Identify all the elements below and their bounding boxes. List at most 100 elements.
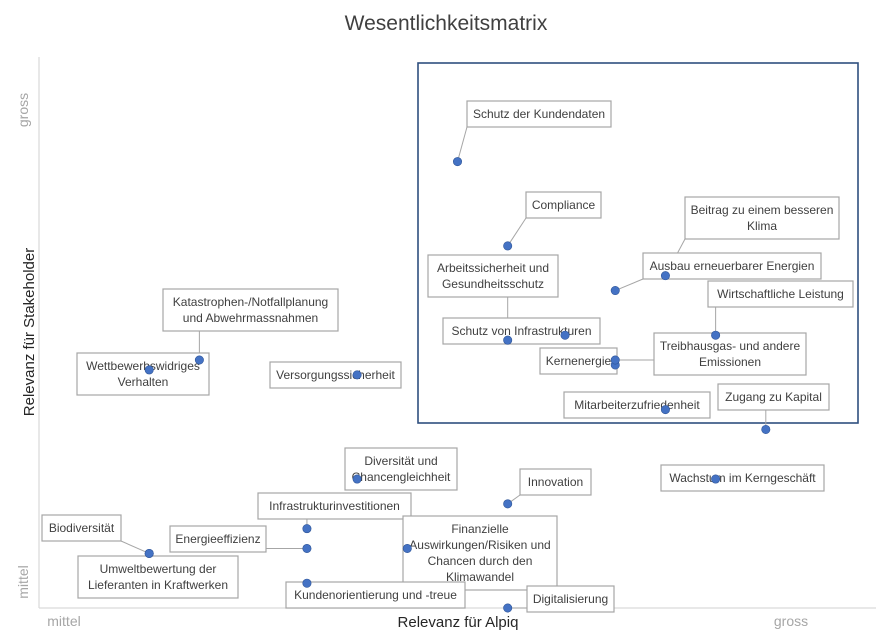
- point-label: Zugang zu Kapital: [725, 390, 822, 404]
- point-label: Katastrophen-/Notfallplanung: [173, 295, 328, 309]
- y-tick-low: mittel: [15, 565, 31, 598]
- callout-box: [162, 288, 339, 332]
- callout-innovation: Innovation: [519, 468, 592, 496]
- callout-box: [76, 352, 210, 396]
- callout-box: [563, 391, 711, 419]
- callout-box: [269, 361, 402, 389]
- callout-biodiversitaet: Biodiversität: [41, 514, 122, 542]
- data-point-innovation: [503, 499, 513, 509]
- data-point-mitarbeiterzufriedenheit: [660, 405, 670, 415]
- callout-versorgungssicherheit: Versorgungssicherheit: [269, 361, 402, 389]
- callout-kernenergie: Kernenergie: [539, 347, 618, 375]
- callout-digitalisierung: Digitalisierung: [526, 585, 615, 613]
- point-label: Emissionen: [699, 355, 761, 369]
- callout-mitarbeiterzufriedenheit: Mitarbeiterzufriedenheit: [563, 391, 711, 419]
- data-point-katastrophen-notfallplanung-und-abwehrmassnahmen: [194, 355, 204, 365]
- point-label: und Abwehrmassnahmen: [183, 311, 318, 325]
- callout-box: [257, 492, 412, 520]
- callout-ausbau-erneuerbarer-energien: Ausbau erneuerbarer Energien: [642, 252, 822, 280]
- point-label: Mitarbeiterzufriedenheit: [574, 398, 700, 412]
- data-point-wettbewerbswidriges-verhalten: [144, 365, 154, 375]
- data-point-finanzielle-auswirkungen-risiken-und-chancen-durch-den-klimawandel: [402, 543, 412, 553]
- data-points: [144, 157, 771, 613]
- callout-box: [344, 447, 458, 491]
- point-label: Umweltbewertung der: [100, 562, 217, 576]
- data-point-infrastrukturinvestitionen: [302, 524, 312, 534]
- callout-box: [519, 468, 592, 496]
- callout-wirtschaftliche-leistung: Wirtschaftliche Leistung: [707, 280, 854, 308]
- point-label: Klimawandel: [446, 570, 514, 584]
- callout-box: [525, 191, 602, 219]
- point-label: Arbeitssicherheit und: [437, 261, 549, 275]
- point-label: Versorgungssicherheit: [276, 368, 395, 382]
- callout-katastrophen-notfallplanung-und-abwehrmassnahmen: Katastrophen-/Notfallplanung und Abwehrma…: [162, 288, 339, 332]
- data-point-beitrag-zu-einem-besseren-klima: [660, 271, 670, 281]
- point-label: Finanzielle: [451, 522, 509, 536]
- callout-box: [653, 332, 807, 376]
- point-label: Digitalisierung: [533, 592, 608, 606]
- point-label: Innovation: [528, 475, 583, 489]
- point-label: Biodiversität: [49, 521, 115, 535]
- callout-box: [660, 464, 825, 492]
- callout-box: [77, 555, 239, 599]
- x-tick-low: mittel: [47, 613, 80, 629]
- data-point-umweltbewertung-der-lieferanten-in-kraftwerken: [144, 548, 154, 558]
- callout-kundenorientierung-und-treue: Kundenorientierung und -treue: [285, 581, 466, 609]
- point-label: Chancen durch den: [428, 554, 533, 568]
- callout-infrastrukturinvestitionen: Infrastrukturinvestitionen: [257, 492, 412, 520]
- point-label: Lieferanten in Kraftwerken: [88, 578, 228, 592]
- data-point-compliance: [503, 241, 513, 251]
- point-label: Beitrag zu einem besseren: [691, 203, 834, 217]
- callout-box: [526, 585, 615, 613]
- point-label: Schutz der Kundendaten: [473, 107, 605, 121]
- y-tick-high: gross: [15, 93, 31, 127]
- callout-energieeffizienz: Energieeffizienz: [169, 525, 267, 553]
- data-point-zugang-zu-kapital: [761, 424, 771, 434]
- callout-zugang-zu-kapital: Zugang zu Kapital: [717, 383, 830, 411]
- data-point-arbeitssicherheit-und-gesundheitsschutz: [503, 335, 513, 345]
- point-label: Compliance: [532, 198, 596, 212]
- x-tick-high: gross: [774, 613, 808, 629]
- point-label: Wirtschaftliche Leistung: [717, 287, 844, 301]
- data-point-schutz-der-kundendaten: [452, 157, 462, 167]
- data-point-wachstum-im-kerngeschaeft: [711, 474, 721, 484]
- callout-box: [717, 383, 830, 411]
- point-label: Chancengleichheit: [352, 470, 451, 484]
- callout-box: [285, 581, 466, 609]
- point-label: Wettbewerbswidriges: [86, 359, 200, 373]
- callout-schutz-der-kundendaten: Schutz der Kundendaten: [466, 100, 612, 128]
- leader-compliance: [507, 217, 527, 247]
- point-label: Diversität und: [364, 454, 437, 468]
- data-point-schutz-von-infrastrukturen: [560, 330, 570, 340]
- highlight-frame: [417, 62, 859, 424]
- point-label: Verhalten: [118, 375, 169, 389]
- data-point-energieeffizienz: [302, 543, 312, 553]
- data-point-digitalisierung: [503, 603, 513, 613]
- leader-ausbau-erneuerbarer-energien: [615, 278, 644, 292]
- data-point-wirtschaftliche-leistung: [711, 330, 721, 340]
- callout-box: [41, 514, 122, 542]
- x-axis-title: Relevanz für Alpiq: [398, 614, 519, 631]
- point-label: Auswirkungen/Risiken und: [409, 538, 550, 552]
- leader-biodiversitaet: [120, 540, 150, 554]
- point-label: Schutz von Infrastrukturen: [451, 324, 591, 338]
- point-label: Kernenergie: [546, 354, 612, 368]
- y-axis-title: Relevanz für Stakeholder: [21, 248, 38, 416]
- data-point-kundenorientierung-und-treue: [302, 578, 312, 588]
- point-label: Ausbau erneuerbarer Energien: [650, 259, 815, 273]
- callout-box: [427, 254, 559, 298]
- callout-box: [442, 317, 601, 345]
- callout-wachstum-im-kerngeschaeft: Wachstum im Kerngeschäft: [660, 464, 825, 492]
- point-label: Klima: [747, 219, 777, 233]
- chart-title: Wesentlichkeitsmatrix: [345, 12, 548, 35]
- point-label: Wachstum im Kerngeschäft: [669, 471, 816, 485]
- data-point-treibhausgas-und-andere-emissionen: [610, 355, 620, 365]
- callout-box: [707, 280, 854, 308]
- callout-compliance: Compliance: [525, 191, 602, 219]
